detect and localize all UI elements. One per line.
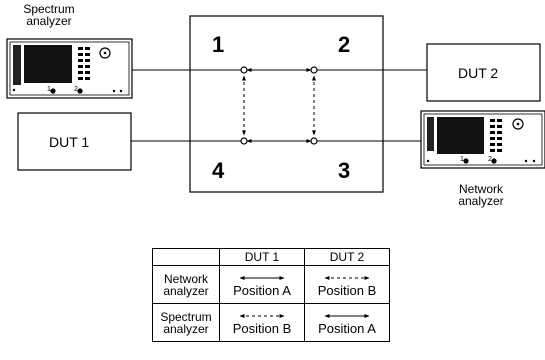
table-row-spectrum: Spectrum analyzer Position B Position A: [152, 303, 390, 342]
port-number-4: 4: [212, 158, 225, 183]
dut1-box: [17, 112, 132, 171]
table-row-network: Network analyzer Position A Position B: [152, 265, 390, 304]
row-label-line1: Network: [163, 271, 208, 286]
table-cell-network-dut1: Position A: [219, 265, 305, 304]
row-label-line2: analyzer: [163, 283, 209, 298]
connection-diagram: 1 2 1 2: [6, 15, 545, 193]
network-port-2-marker: 2: [488, 156, 492, 163]
switch-box: [189, 15, 384, 193]
port-number-2: 2: [338, 32, 351, 57]
junction-port4: [240, 137, 248, 145]
table-header-dut2: DUT 2: [304, 248, 390, 266]
cell-position: Position A: [318, 321, 376, 336]
network-analyzer-instrument: [420, 110, 545, 169]
cell-position: Position A: [233, 283, 291, 298]
dut2-label: DUT 2: [458, 65, 499, 81]
position-table: DUT 1 DUT 2 Network analyzer Position A …: [152, 248, 390, 342]
table-cell-spectrum-dut1: Position B: [219, 303, 305, 342]
network-label-line2: analyzer: [458, 194, 504, 208]
table-header-empty: [152, 248, 220, 266]
dashed-double-arrow-icon: [239, 314, 285, 318]
junction-port3: [310, 137, 318, 145]
row-label-line1: Spectrum: [160, 309, 212, 324]
network-analyzer-label: Network analyzer: [446, 183, 516, 207]
table-row-label-network: Network analyzer: [152, 265, 220, 304]
solid-double-arrow-icon: [324, 314, 370, 318]
cell-position: Position B: [232, 321, 292, 336]
table-header-row: DUT 1 DUT 2: [152, 248, 390, 266]
dut1-label: DUT 1: [49, 134, 90, 150]
table-cell-network-dut2: Position B: [304, 265, 390, 304]
network-port-1-marker: 1: [460, 156, 464, 163]
spectrum-analyzer-label: Spectrum analyzer: [14, 3, 84, 27]
solid-double-arrow-icon: [239, 276, 285, 280]
table-header-dut1: DUT 1: [219, 248, 305, 266]
spectrum-port-1-marker: 1: [47, 86, 51, 93]
spectrum-port-2-marker: 2: [74, 86, 78, 93]
row-label-line2: analyzer: [163, 321, 209, 336]
spectrum-analyzer-instrument: [6, 38, 133, 99]
junction-port2: [310, 66, 318, 74]
port-number-3: 3: [338, 158, 351, 183]
network-label-line1: Network: [458, 182, 503, 196]
junction-port1: [240, 66, 248, 74]
table-row-label-spectrum: Spectrum analyzer: [152, 303, 220, 342]
spectrum-label-line1: Spectrum: [23, 2, 75, 16]
port-number-1: 1: [212, 32, 225, 57]
table-cell-spectrum-dut2: Position A: [304, 303, 390, 342]
dashed-double-arrow-icon: [324, 276, 370, 280]
dut2-box: [426, 43, 541, 102]
spectrum-label-line2: analyzer: [26, 14, 72, 28]
cell-position: Position B: [317, 283, 377, 298]
